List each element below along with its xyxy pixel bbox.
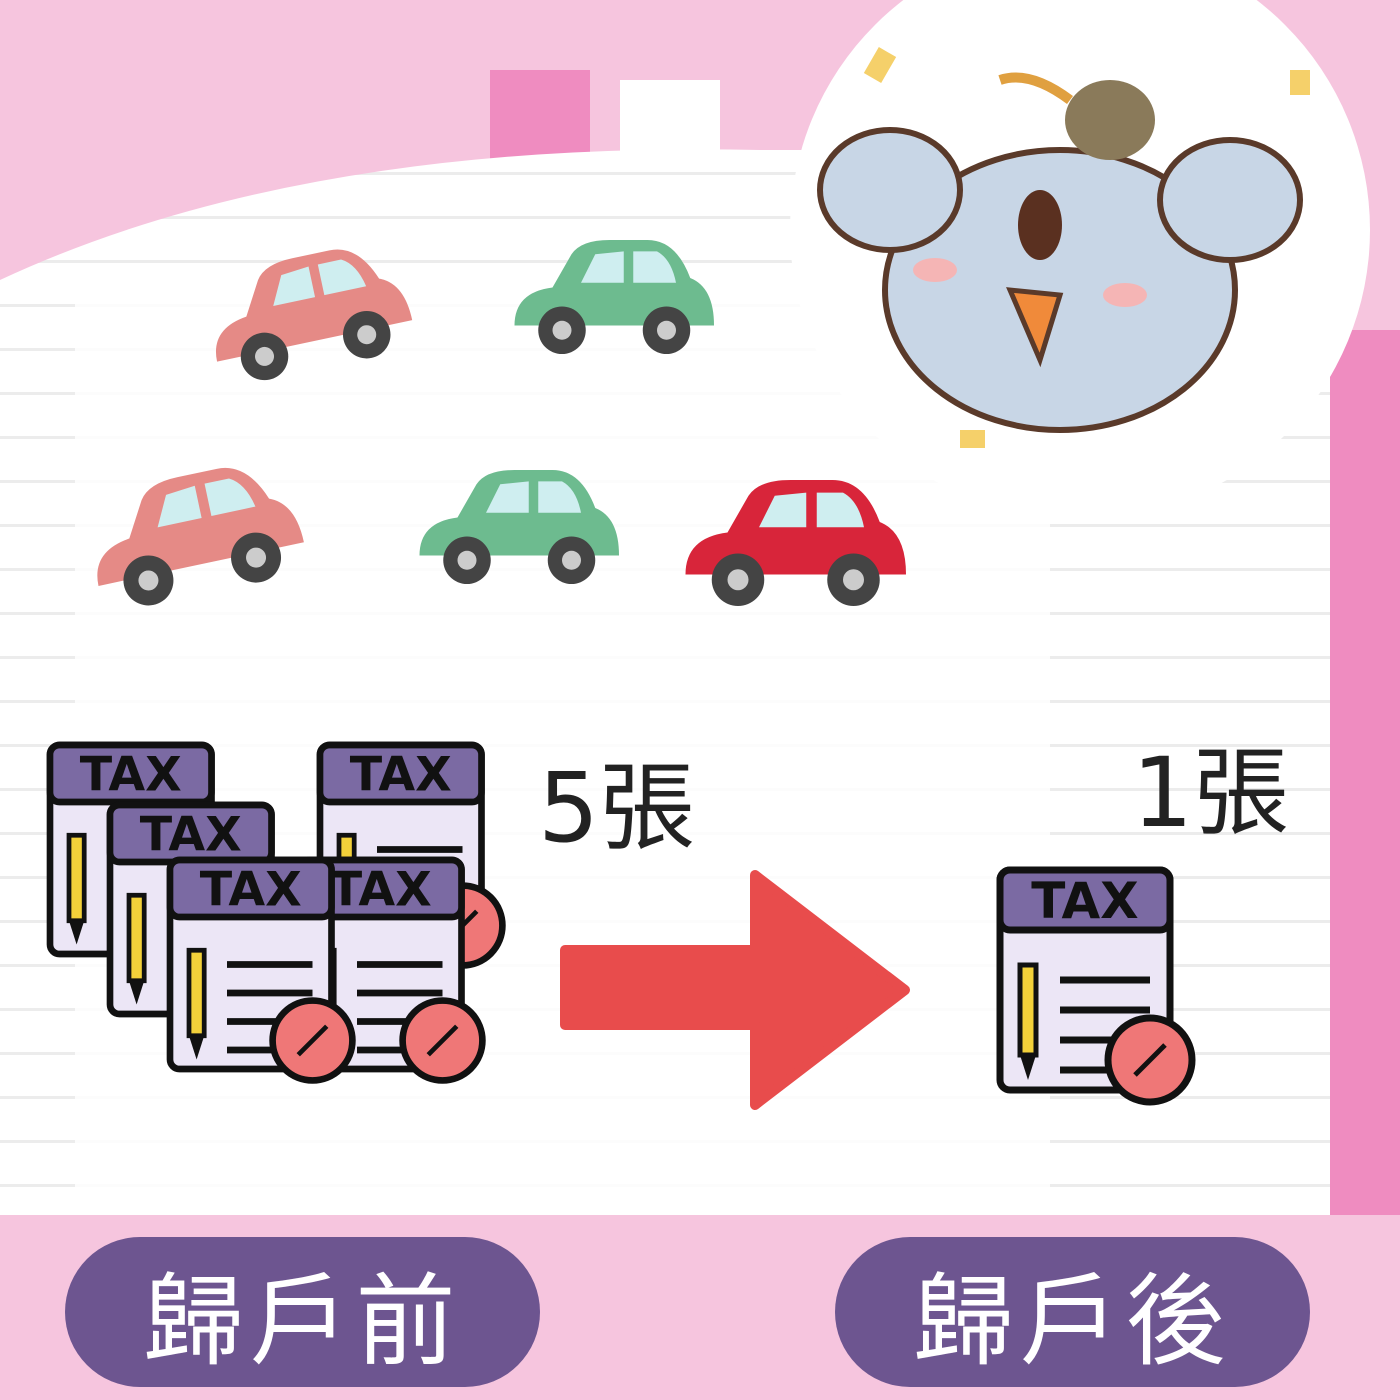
tax-doc: TAX: [320, 745, 502, 965]
after-label-pill: 歸戶後: [835, 1237, 1310, 1387]
tax-doc: TAX: [110, 805, 292, 1025]
tax-doc: TAX: [50, 745, 232, 965]
tax-doc: TAX: [300, 860, 482, 1080]
tax-doc-label: TAX: [200, 863, 302, 918]
tax-doc-label: TAX: [350, 748, 452, 803]
koala-illustration: [817, 47, 1310, 448]
arrow-icon: [560, 870, 910, 1110]
tax-doc-label: TAX: [330, 863, 432, 918]
tax-doc-label-after: TAX: [1031, 872, 1138, 930]
before-label-pill: 歸戶前: [65, 1237, 540, 1387]
tax-doc: TAX: [170, 860, 352, 1080]
after-count: 1張: [1132, 737, 1290, 849]
before-count: 5張: [538, 752, 696, 864]
tax-doc-label: TAX: [140, 808, 242, 863]
tax-doc-after: TAX: [1000, 870, 1192, 1102]
tax-doc-label: TAX: [80, 748, 182, 803]
